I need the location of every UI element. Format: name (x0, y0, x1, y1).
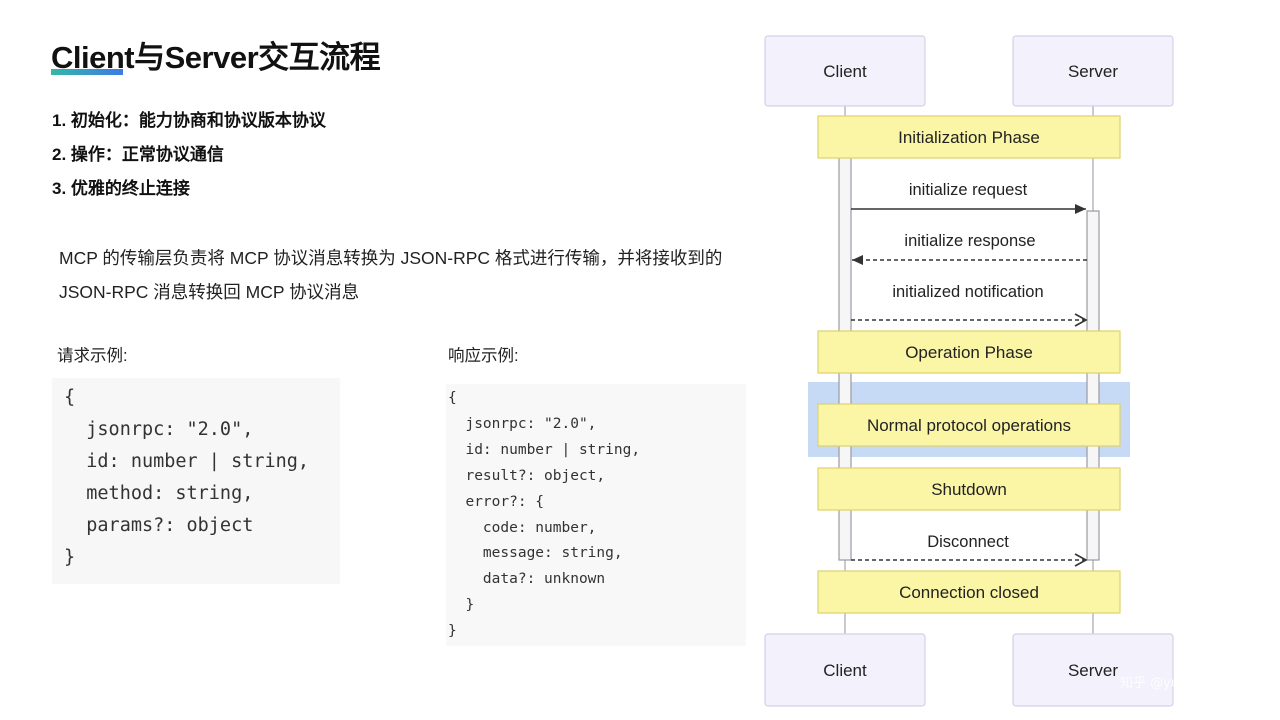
phase-initialization: Initialization Phase (817, 115, 1121, 159)
svg-text:Client: Client (823, 661, 867, 680)
message-disconnect: Disconnect (851, 533, 1088, 567)
watermark: 知乎 @yuan (1120, 675, 1195, 691)
phase-operation: Operation Phase (817, 330, 1121, 374)
step-item-shutdown: 3. 优雅的终止连接 (52, 179, 190, 198)
phase-normal-operations: Normal protocol operations (817, 403, 1121, 447)
svg-text:initialized notification: initialized notification (892, 283, 1043, 301)
participant-server-bottom: Server (1012, 633, 1174, 707)
svg-text:Shutdown: Shutdown (931, 480, 1007, 499)
participant-server-top: Server (1012, 35, 1174, 107)
request-example-label: 请求示例: (57, 347, 128, 365)
transport-description: MCP 的传输层负责将 MCP 协议消息转换为 JSON-RPC 格式进行传输，… (59, 248, 723, 302)
title-underline (51, 69, 123, 75)
svg-text:Disconnect: Disconnect (927, 533, 1009, 551)
response-example-label: 响应示例: (448, 347, 519, 365)
phase-connection-closed: Connection closed (817, 570, 1121, 614)
phase-shutdown: Shutdown (817, 467, 1121, 511)
svg-text:Client: Client (823, 62, 867, 81)
participant-client-top: Client (764, 35, 926, 107)
message-initialize-response: initialize response (852, 232, 1087, 265)
svg-text:Operation Phase: Operation Phase (905, 343, 1033, 362)
step-list: 1. 初始化：能力协商和协议版本协议 2. 操作：正常协议通信 3. 优雅的终止… (52, 108, 326, 210)
message-initialize-request: initialize request (851, 181, 1086, 214)
step-item-init: 1. 初始化：能力协商和协议版本协议 (52, 111, 326, 130)
svg-text:Server: Server (1068, 661, 1118, 680)
participant-client-bottom: Client (764, 633, 926, 707)
svg-text:Normal protocol operations: Normal protocol operations (867, 416, 1071, 435)
request-example-code: { jsonrpc: "2.0", id: number | string, m… (52, 378, 340, 584)
svg-text:Server: Server (1068, 62, 1118, 81)
step-item-operation: 2. 操作：正常协议通信 (52, 145, 224, 164)
svg-text:initialize request: initialize request (909, 181, 1028, 199)
svg-text:initialize response: initialize response (904, 232, 1035, 250)
svg-text:Connection closed: Connection closed (899, 583, 1039, 602)
message-initialized-notification: initialized notification (851, 283, 1088, 327)
response-example-code: { jsonrpc: "2.0", id: number | string, r… (446, 384, 746, 646)
svg-text:Initialization Phase: Initialization Phase (898, 128, 1040, 147)
